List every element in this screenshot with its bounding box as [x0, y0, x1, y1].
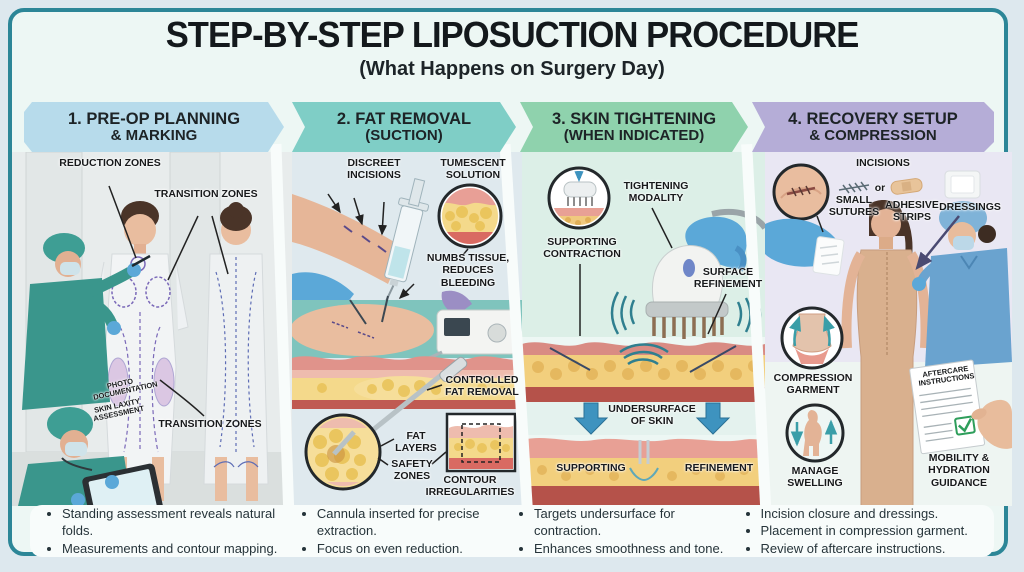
label-contour-irregularities: CONTOUR IRREGULARITIES — [425, 474, 515, 499]
label-incisions: INCISIONS — [856, 157, 910, 169]
banner-step1-line1: 1. PRE-OP PLANNING — [67, 109, 241, 128]
aftercare-document-illustration — [909, 359, 986, 455]
label-controlled-fat-removal: CONTROLLED FAT REMOVAL — [445, 374, 519, 399]
sutures-icon — [838, 181, 870, 194]
bullet-item: Review of aftercare instructions. — [761, 540, 976, 557]
label-small-sutures: SMALL SUTURES — [828, 194, 880, 219]
bullets-fat-removal: Cannula inserted for precise extraction.… — [295, 505, 512, 556]
hand-dressing-illustration — [765, 218, 845, 276]
preop-leader-lines — [108, 185, 229, 417]
incision-inset-illustration — [772, 163, 830, 221]
adhesive-strip-icon — [890, 178, 923, 195]
bullets-recovery: Incision closure and dressings. Placemen… — [739, 505, 984, 556]
bullet-item: Targets undersurface for contraction. — [534, 505, 731, 539]
label-mobility-guidance: MOBILITY & HYDRATION GUIDANCE — [928, 452, 990, 489]
panel-fat-removal: DISCREET INCISIONS TUMESCENT SOLUTION NU… — [292, 152, 522, 506]
bullet-item: Placement in compression garment. — [761, 522, 976, 539]
tightening-leader-lines — [579, 207, 727, 336]
tumescent-syringe-illustration — [377, 177, 430, 319]
bullets-preop: Standing assessment reveals natural fold… — [40, 505, 295, 556]
label-supporting: SUPPORTING — [556, 462, 626, 474]
label-surface-refinement: SURFACE REFINEMENT — [693, 266, 763, 291]
label-manage-swelling: MANAGE SWELLING — [787, 465, 843, 490]
suction-scene-illustration — [292, 290, 522, 366]
skin-tightening-scene-illustration — [522, 152, 765, 506]
patient-garment-illustration — [841, 200, 931, 506]
label-reduction-zones: REDUCTION ZONES — [59, 157, 161, 169]
bullets-skin-tightening: Targets undersurface for contraction. En… — [512, 505, 739, 556]
banner-step2-line2: (SUCTION) — [365, 126, 443, 144]
label-tightening-modality: TIGHTENING MODALITY — [623, 180, 689, 205]
bullet-item: Enhances smoothness and tone. — [534, 540, 731, 557]
recovery-nurse-illustration — [912, 201, 1012, 368]
panel-preop-planning: REDUCTION ZONES TRANSITION ZONES TRANSIT… — [12, 152, 292, 506]
banner-step4: 4. RECOVERY SETUP & COMPRESSION — [752, 102, 994, 152]
label-dressings: DRESSINGS — [939, 201, 1001, 213]
banner-step4-line1: 4. RECOVERY SETUP — [788, 109, 958, 128]
upper-skin-band-illustration — [522, 342, 765, 402]
dressings-arrow — [915, 215, 960, 270]
banner-step2: 2. FAT REMOVAL (SUCTION) — [292, 102, 516, 152]
preop-scene-illustration — [12, 152, 292, 506]
bullet-item: Incision closure and dressings. — [761, 505, 976, 522]
fat-removal-leader-lines — [327, 193, 469, 466]
bullet-item: Cannula inserted for precise extraction. — [317, 505, 504, 539]
bullet-item: Focus on even reduction. — [317, 540, 504, 557]
label-numbs-tissue: NUMBS TISSUE, REDUCES BLEEDING — [426, 252, 510, 289]
label-refinement: REFINEMENT — [684, 462, 754, 474]
contour-inset-illustration — [445, 412, 517, 473]
page-subtitle: (What Happens on Surgery Day) — [359, 58, 665, 80]
label-undersurface-of-skin: UNDERSURFACE OF SKIN — [608, 403, 696, 428]
label-transition-zones-top: TRANSITION ZONES — [154, 188, 258, 200]
patient-back-illustration — [203, 202, 269, 501]
compression-inset-illustration — [780, 306, 844, 370]
fat-layers-inset-illustration — [304, 413, 382, 491]
banner-step3-line1: 3. SKIN TIGHTENING — [551, 109, 717, 128]
page-title: STEP-BY-STEP LIPOSUCTION PROCEDURE — [165, 14, 860, 55]
label-discreet-incisions: DISCREET INCISIONS — [347, 157, 401, 182]
label-tumescent-solution: TUMESCENT SOLUTION — [440, 157, 506, 182]
summary-bullets-strip: Standing assessment reveals natural fold… — [30, 505, 994, 557]
panel-recovery-setup: INCISIONS SMALL SUTURES or ADHESIVE STRI… — [765, 152, 1012, 506]
label-safety-zones: SAFETY ZONES — [391, 458, 433, 483]
undersurface-arrows — [573, 402, 731, 435]
dressing-icon — [944, 170, 981, 199]
hand-document-illustration — [971, 399, 1012, 449]
recovery-scene-illustration — [765, 152, 1012, 506]
banner-step2-line1: 2. FAT REMOVAL — [336, 109, 472, 128]
tightening-device-illustration — [610, 208, 765, 339]
fat-layer-crosssection-illustration — [292, 356, 522, 452]
banner-step1: 1. PRE-OP PLANNING & MARKING — [24, 102, 284, 152]
nurse-tablet-illustration — [18, 407, 164, 506]
incision-leader-line — [816, 215, 824, 233]
lower-skin-band-illustration — [522, 438, 765, 506]
panel-skin-tightening: TIGHTENING MODALITY SUPPORTING CONTRACTI… — [522, 152, 765, 506]
label-transition-zones-bottom: TRANSITION ZONES — [158, 418, 262, 430]
banner-step1-line2: & MARKING — [110, 126, 198, 144]
label-compression-garment: COMPRESSION GARMENT — [773, 372, 853, 397]
label-adhesive-strips: ADHESIVE STRIPS — [885, 199, 939, 224]
banner-step3-line2: (WHEN INDICATED) — [563, 126, 705, 144]
bullet-item: Measurements and contour mapping. — [62, 540, 287, 557]
surgeon-illustration — [22, 233, 151, 410]
tumescent-inset-illustration — [437, 183, 503, 249]
tightening-inset-illustration — [547, 166, 611, 230]
bullet-item: Standing assessment reveals natural fold… — [62, 505, 287, 539]
banner-step3: 3. SKIN TIGHTENING (WHEN INDICATED) — [520, 102, 748, 152]
label-or: or — [874, 182, 886, 194]
banner-step4-line2: & COMPRESSION — [809, 126, 937, 144]
swelling-inset-illustration — [785, 403, 845, 463]
label-fat-layers: FAT LAYERS — [395, 430, 437, 455]
label-supporting-contraction: SUPPORTING CONTRACTION — [543, 236, 621, 261]
